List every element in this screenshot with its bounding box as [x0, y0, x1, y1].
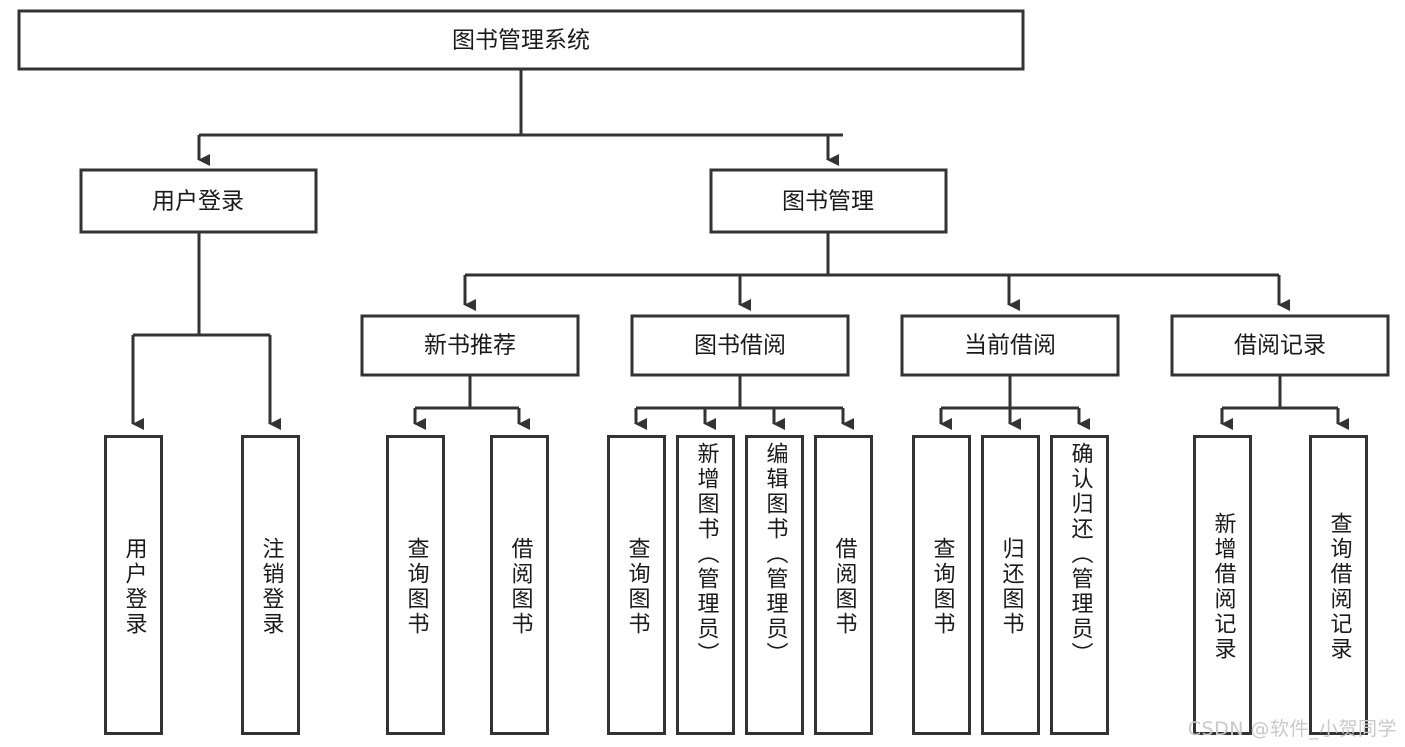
connector-bookmgmt-to-level3 [463, 232, 1290, 311]
connector-record-to-leaves [1220, 375, 1349, 430]
node-book-management-label: 图书管理 [782, 189, 874, 215]
leaf-borrow-borrow-book[interactable]: 借阅图书 [814, 435, 873, 735]
node-current-borrow[interactable]: 当前借阅 [900, 314, 1120, 377]
leaf-borrow-edit-book[interactable]: 编辑图书（管理员） [745, 435, 804, 735]
node-root[interactable]: 图书管理系统 [17, 9, 1025, 71]
node-book-borrow[interactable]: 图书借阅 [630, 314, 850, 377]
leaf-current-confirm-return[interactable]: 确认归还（管理员） [1050, 435, 1109, 735]
leaf-borrow-add-book[interactable]: 新增图书（管理员） [676, 435, 735, 735]
leaf-record-add[interactable]: 新增借阅记录 [1193, 435, 1252, 735]
leaf-current-confirm-return-label: 确认归还（管理员） [1067, 442, 1093, 667]
connector-borrow-to-leaves [634, 375, 854, 430]
connector-recommend-to-leaves [413, 375, 530, 430]
leaf-logout-label: 注销登录 [258, 537, 284, 637]
node-current-borrow-label: 当前借阅 [964, 333, 1056, 359]
leaf-record-add-label: 新增借阅记录 [1210, 512, 1236, 662]
leaf-borrow-borrow-book-label: 借阅图书 [831, 537, 857, 637]
node-new-book-recommend-label: 新书推荐 [424, 333, 516, 359]
leaf-borrow-edit-book-label: 编辑图书（管理员） [762, 442, 788, 667]
leaf-recommend-query-book-label: 查询图书 [403, 537, 429, 637]
node-user-login-label: 用户登录 [152, 189, 244, 215]
leaf-current-return-book-label: 归还图书 [998, 537, 1024, 637]
node-borrow-record-label: 借阅记录 [1234, 333, 1326, 359]
leaf-recommend-query-book[interactable]: 查询图书 [386, 435, 445, 735]
leaf-user-login[interactable]: 用户登录 [104, 435, 163, 735]
node-borrow-record[interactable]: 借阅记录 [1170, 314, 1390, 377]
leaf-recommend-borrow-book-label: 借阅图书 [507, 537, 533, 637]
leaf-recommend-borrow-book[interactable]: 借阅图书 [490, 435, 549, 735]
leaf-current-query-book-label: 查询图书 [929, 537, 955, 637]
node-root-label: 图书管理系统 [452, 28, 590, 54]
connector-root-to-level2 [197, 69, 843, 166]
connector-current-to-leaves [939, 375, 1090, 430]
csdn-watermark: CSDN @软件_小贺同学 [1187, 718, 1397, 740]
leaf-logout[interactable]: 注销登录 [241, 435, 300, 735]
node-book-management[interactable]: 图书管理 [709, 168, 948, 234]
leaf-borrow-add-book-label: 新增图书（管理员） [693, 442, 719, 667]
node-new-book-recommend[interactable]: 新书推荐 [360, 314, 580, 377]
leaf-record-query[interactable]: 查询借阅记录 [1309, 435, 1368, 735]
leaf-borrow-query-book-label: 查询图书 [624, 537, 650, 637]
leaf-current-query-book[interactable]: 查询图书 [912, 435, 971, 735]
leaf-record-query-label: 查询借阅记录 [1326, 512, 1352, 662]
leaf-user-login-label: 用户登录 [121, 537, 147, 637]
node-user-login[interactable]: 用户登录 [79, 168, 318, 234]
leaf-borrow-query-book[interactable]: 查询图书 [607, 435, 666, 735]
connector-userlogin-to-leaves [131, 232, 281, 430]
node-book-borrow-label: 图书借阅 [694, 333, 786, 359]
leaf-current-return-book[interactable]: 归还图书 [981, 435, 1040, 735]
